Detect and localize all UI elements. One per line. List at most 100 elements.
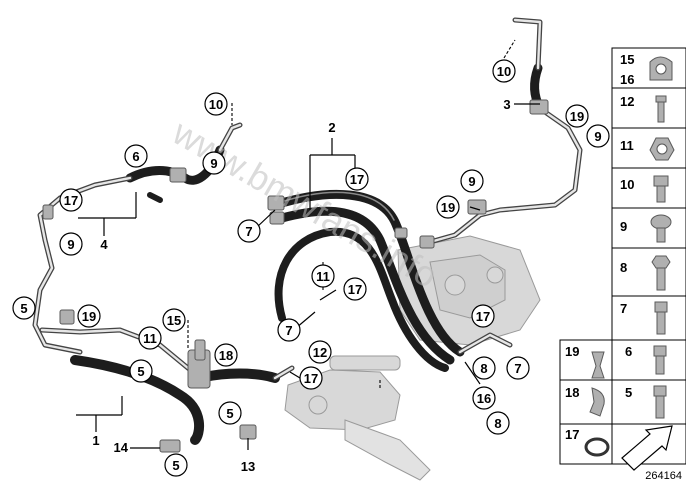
callout-8-upper[interactable]: 8 <box>472 356 496 380</box>
callout-11-center[interactable]: 11 <box>311 264 335 288</box>
screw-6-icon <box>653 345 667 357</box>
svg-text:7: 7 <box>285 323 292 338</box>
callout-19-top-right[interactable]: 19 <box>565 104 589 128</box>
bolt-12-icon <box>655 95 667 103</box>
callout-10-right[interactable]: 10 <box>492 59 516 83</box>
svg-text:9: 9 <box>468 174 475 189</box>
legend-17: 17 <box>565 427 579 442</box>
legend-8: 8 <box>620 260 627 275</box>
callout-18[interactable]: 18 <box>214 343 238 367</box>
callout-7-lower[interactable]: 7 <box>277 318 301 342</box>
callout-19-right[interactable]: 19 <box>436 195 460 219</box>
legend-19: 19 <box>565 344 579 359</box>
svg-text:9: 9 <box>210 156 217 171</box>
callouts: 10 6 9 17 9 5 19 11 15 5 18 12 17 5 5 2 … <box>12 59 610 477</box>
callout-15[interactable]: 15 <box>162 308 186 332</box>
callout-17-mid[interactable]: 17 <box>343 277 367 301</box>
label-4: 4 <box>100 237 108 252</box>
svg-text:17: 17 <box>350 172 364 187</box>
svg-text:17: 17 <box>348 282 362 297</box>
label-3: 3 <box>503 97 510 112</box>
callout-9-top-right[interactable]: 9 <box>586 124 610 148</box>
svg-text:5: 5 <box>137 364 144 379</box>
callout-10-top[interactable]: 10 <box>204 92 228 116</box>
callout-19-left[interactable]: 19 <box>77 304 101 328</box>
legend-11: 11 <box>620 138 634 153</box>
hose-line-2 <box>267 189 513 372</box>
callout-17-left[interactable]: 17 <box>59 188 83 212</box>
screw-7-icon <box>654 301 668 313</box>
svg-text:9: 9 <box>594 129 601 144</box>
svg-text:17: 17 <box>304 371 318 386</box>
legend-15: 15 <box>620 52 634 67</box>
callout-17-center[interactable]: 17 <box>299 366 323 390</box>
watermark: www.bmwfans.info <box>165 111 445 296</box>
hex-bolt-icon <box>651 255 671 269</box>
hose-line-3 <box>419 17 583 249</box>
callout-5-bottom-right[interactable]: 5 <box>218 401 242 425</box>
callout-7-right[interactable]: 7 <box>506 356 530 380</box>
clip-icon <box>589 387 605 417</box>
svg-text:8: 8 <box>494 416 501 431</box>
callout-12[interactable]: 12 <box>308 340 332 364</box>
svg-text:18: 18 <box>219 348 233 363</box>
screw-9-icon <box>650 214 672 230</box>
callout-17-upper[interactable]: 17 <box>345 167 369 191</box>
callout-17-right[interactable]: 17 <box>471 304 495 328</box>
screw-10-icon <box>653 175 669 187</box>
legend-5: 5 <box>625 385 632 400</box>
legend-12: 12 <box>620 94 634 109</box>
callout-5-left[interactable]: 5 <box>12 296 36 320</box>
legend-18: 18 <box>565 385 579 400</box>
arrow-icon <box>621 425 673 471</box>
svg-text:15: 15 <box>167 313 181 328</box>
label-1: 1 <box>92 433 99 448</box>
svg-text:7: 7 <box>514 361 521 376</box>
svg-text:9: 9 <box>67 237 74 252</box>
callout-16[interactable]: 16 <box>472 386 496 410</box>
svg-text:5: 5 <box>226 406 233 421</box>
callout-9-left[interactable]: 9 <box>59 232 83 256</box>
legend-panel: 15 16 12 11 10 9 8 7 19 6 <box>559 47 686 482</box>
callout-9-top[interactable]: 9 <box>202 151 226 175</box>
svg-text:17: 17 <box>476 309 490 324</box>
callout-8-lower[interactable]: 8 <box>486 411 510 435</box>
hose-line-1 <box>39 309 295 453</box>
svg-text:11: 11 <box>316 269 330 284</box>
svg-text:10: 10 <box>209 97 223 112</box>
grommet-icon <box>591 351 605 379</box>
svg-text:19: 19 <box>441 200 455 215</box>
callout-5-mid[interactable]: 5 <box>129 359 153 383</box>
callout-5-bottom[interactable]: 5 <box>164 453 188 477</box>
svg-text:5: 5 <box>172 458 179 473</box>
screw-5-icon <box>653 385 667 397</box>
svg-text:10: 10 <box>497 64 511 79</box>
legend-10: 10 <box>620 177 634 192</box>
label-14: 14 <box>114 440 129 455</box>
svg-text:5: 5 <box>20 301 27 316</box>
label-13: 13 <box>241 459 255 474</box>
callout-9-right[interactable]: 9 <box>460 169 484 193</box>
callout-6[interactable]: 6 <box>124 144 148 168</box>
svg-text:12: 12 <box>313 345 327 360</box>
svg-text:8: 8 <box>480 361 487 376</box>
svg-text:11: 11 <box>143 331 157 346</box>
legend-9: 9 <box>620 219 627 234</box>
callout-2[interactable]: 2 <box>328 120 335 135</box>
callout-11-left[interactable]: 11 <box>138 326 162 350</box>
o-ring-icon <box>584 437 610 457</box>
leader-lines <box>76 39 540 450</box>
plain-labels: 4 1 14 13 3 <box>92 97 510 474</box>
diagram-number: 264164 <box>645 470 682 482</box>
svg-text:19: 19 <box>570 109 584 124</box>
svg-text:16: 16 <box>477 391 491 406</box>
legend-6: 6 <box>625 344 632 359</box>
legend-7: 7 <box>620 301 627 316</box>
svg-text:6: 6 <box>132 149 139 164</box>
legend-16: 16 <box>620 72 634 87</box>
svg-text:19: 19 <box>82 309 96 324</box>
callout-7-upper[interactable]: 7 <box>237 219 261 243</box>
svg-text:2: 2 <box>328 120 335 135</box>
